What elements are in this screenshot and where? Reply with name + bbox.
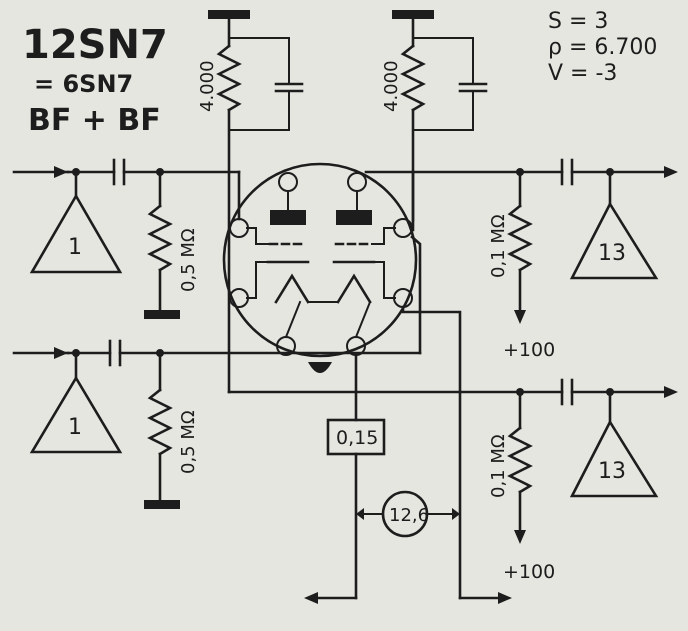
heater-current-label: 0,15 [336, 427, 378, 449]
heater-wiring [304, 353, 512, 604]
heater-voltage-label: 12,6 [389, 505, 429, 526]
output-line-bottom [227, 305, 678, 406]
decoupling-capacitor-left [228, 37, 304, 131]
grid-resistor-bottom [147, 351, 173, 502]
supply-bottom-label: +100 [503, 561, 555, 583]
output-stage-top-label: 13 [598, 241, 626, 266]
ground-symbol-anode-right [392, 10, 434, 19]
ground-symbol-anode-left [208, 10, 250, 19]
grid-resistor-top-value: 0,5 MΩ [178, 228, 199, 292]
anode-resistor-left-value: 4.000 [197, 60, 218, 112]
grid-resistor-top [147, 170, 173, 312]
param-v: V = -3 [548, 61, 617, 86]
output-stage-bottom-label: 13 [598, 459, 626, 484]
tube-function-label: BF + BF [28, 103, 161, 138]
decoupling-capacitor-right [412, 37, 488, 131]
output-stage-top [569, 170, 659, 280]
supply-top-label: +100 [503, 339, 555, 361]
input-stage-top-label: 1 [68, 235, 82, 260]
output-line-top [364, 158, 678, 186]
tube-type-label: 12SN7 [22, 22, 168, 68]
param-rho: ρ = 6.700 [548, 35, 657, 60]
input-stage-top [29, 170, 123, 274]
load-resistor-bottom-value: 0,1 MΩ [488, 434, 509, 498]
output-stage-bottom [569, 390, 659, 498]
anode-resistor-right-value: 4.000 [381, 60, 402, 112]
anode-resistor-left [216, 17, 242, 394]
tube-equivalent-label: = 6SN7 [34, 70, 133, 98]
param-s: S = 3 [548, 9, 608, 34]
input-stage-bottom [29, 351, 123, 454]
grid-resistor-bottom-value: 0,5 MΩ [178, 410, 199, 474]
tube-12sn7 [222, 162, 418, 373]
load-resistor-top [507, 170, 533, 324]
input-stage-bottom-label: 1 [68, 415, 82, 440]
load-resistor-top-value: 0,1 MΩ [488, 214, 509, 278]
ground-symbol-grid-bottom [144, 500, 180, 509]
load-resistor-bottom [507, 390, 533, 544]
grid-wire-bottom [410, 235, 422, 355]
input-line-top [12, 158, 241, 221]
ground-symbol-grid-top [144, 310, 180, 319]
heater-voltage-dimension [356, 490, 460, 538]
